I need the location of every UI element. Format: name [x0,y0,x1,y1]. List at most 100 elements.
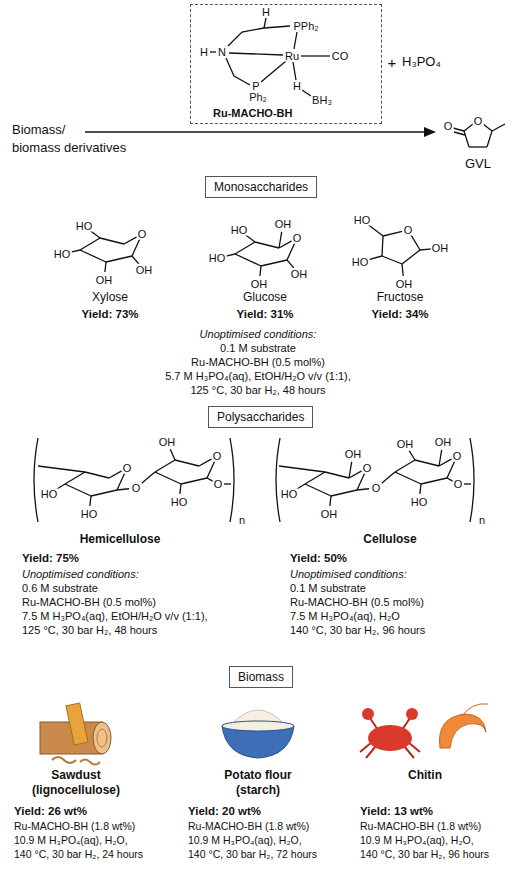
bond-line [117,473,125,490]
polymer-brackets [34,438,38,522]
atom-label: OH [344,449,363,460]
bond-line [175,460,199,466]
atom-label: OH [250,279,269,290]
atom-label: OH [135,265,154,276]
bond-line [368,256,382,260]
text-label: Yield: 13 wt% [360,805,433,819]
sawdust-icon [66,703,88,745]
text-label: 10.9 M H₃PO₄(aq), H₂O, [14,834,128,847]
atom-label: Ru [284,51,300,62]
gvl-bonds [454,132,465,135]
atom-label: HO [80,509,99,520]
atom-label: OH [95,275,114,286]
gvl-bonds [487,131,492,147]
catalyst-name: Ru-MACHO-BH [213,107,292,120]
text-label: 140 °C, 30 bar H₂, 24 hours [14,848,143,861]
reaction-arrow [85,131,426,133]
atom-label: H [199,47,209,58]
atom-label: HO [230,225,249,236]
atom-label: O [371,483,382,494]
atom-label: O [122,463,133,474]
text-label: 0.6 M substrate [22,582,98,595]
atom-label: OH [274,219,293,230]
crab-shrimp-icon [440,714,487,748]
bond-line [207,461,215,478]
bond-line [90,496,91,506]
gvl-bonds [453,128,464,131]
text-label: Chitin [408,768,442,782]
atom-label: H [292,81,302,92]
text-label: Yield: 20 wt% [188,805,261,819]
text-label: 140 °C, 30 bar H₂, 96 hours [290,624,425,637]
text-label: Sawdust [51,768,100,782]
bond-line [420,484,421,494]
bond-line [305,472,325,484]
text-label: Glucose [243,290,287,304]
flour-bowl-icon [222,721,294,731]
catalyst-bonds [261,61,286,82]
crab-shrimp-icon [462,704,488,716]
bond-line [260,266,261,276]
atom-label: OH [158,437,177,448]
atom-label: O [212,451,223,462]
atom-label: O [403,225,414,236]
text-label: Cellulose [363,532,416,546]
bond-line [357,489,369,490]
atom-label: HO [170,497,189,508]
polymer-brackets [34,438,474,522]
bond-line [245,235,255,242]
text-label: 10.9 M H₃PO₄(aq), H₂O, [188,834,302,847]
atom-label: PPh₂ [292,21,319,32]
catalyst-bonds [301,55,330,56]
bond-line [261,260,287,266]
bond-line [325,472,349,478]
bond-line [439,459,452,466]
crab-shrimp-icon [362,708,374,720]
atom-label: CO [331,51,350,62]
text-label: Ru-MACHO-BH (0.5 mol%) [191,356,325,369]
gvl-bonds [469,146,487,147]
text-label: Ru-MACHO-BH (0.5 mol%) [290,596,424,609]
bond-line [415,460,439,466]
text-label: 0.1 M substrate [290,582,366,595]
text-label: 7.5 M H₃PO₄(aq), EtOH/H₂O v/v (1:1), [22,610,208,623]
section-title: Biomass [238,670,284,684]
atom-label: HO [208,253,227,264]
gvl-bonds [483,124,492,131]
gvl-bonds [464,131,469,147]
gvl-bonds [453,124,505,147]
atom-label: OH [431,243,450,254]
gvl-bonds [464,124,473,131]
bond-line [381,472,395,483]
bond-line [155,460,175,472]
bond-line [409,451,415,460]
text-label: + [388,55,397,70]
bond-line [349,471,362,478]
bond-line [70,250,80,252]
reaction-arrow [424,127,436,137]
bond-line [65,484,91,496]
bond-line [80,250,106,262]
bond-line [439,450,442,466]
bond-line [357,473,365,490]
catalyst-bonds [293,62,296,80]
text-label: Ru-MACHO-BH (1.8 wt%) [360,820,481,833]
text-label: Yield: 31% [236,308,293,322]
bond-line [38,466,85,472]
bond-line [170,449,175,460]
bond-line [109,471,122,478]
atom-label: HO [75,221,94,232]
crab-shrimp-icon [368,725,412,751]
atom-label: O [131,483,142,494]
bond-line [132,256,139,264]
atom-label: H [261,7,271,18]
text-label: 125 °C, 30 bar H₂, 48 hours [22,624,157,637]
catalyst-bonds [264,18,266,28]
atom-label: OH [395,279,414,290]
atom-label: O [213,479,224,490]
bond-line [331,490,357,496]
crab-shrimp-icon [360,704,488,758]
bond-line [180,484,181,494]
atom-label: HO [353,215,372,226]
